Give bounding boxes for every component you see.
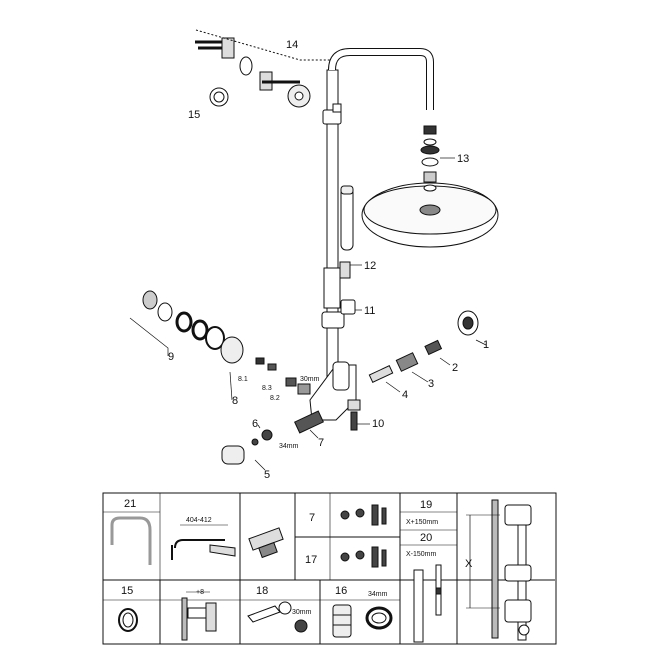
callout-8-3: 8.3 xyxy=(262,385,272,392)
ring-tool-icon xyxy=(365,606,393,630)
callout-5: 5 xyxy=(264,469,270,481)
part-16-label: 16 xyxy=(335,585,347,597)
callout-12: 12 xyxy=(364,260,376,272)
callout-8-2: 8.2 xyxy=(270,395,280,402)
riser-pipe-pieces xyxy=(413,564,442,643)
callout-9: 9 xyxy=(168,351,174,363)
tool-30mm-label: 30mm xyxy=(292,609,312,616)
part-20-dimension: X-150mm xyxy=(406,551,437,558)
callout-11: 11 xyxy=(364,305,375,317)
arm-dimension-drawing xyxy=(171,524,236,560)
callout-10: 10 xyxy=(372,418,384,430)
wrench-icon xyxy=(247,601,292,623)
nut-icon xyxy=(294,619,308,633)
callout-8: 8 xyxy=(232,395,238,407)
callout-labels: 14 15 13 12 11 1 2 3 4 9 8.1 8.3 8.2 8 3… xyxy=(168,39,489,481)
part-20-label: 20 xyxy=(420,532,432,544)
arm-length-label: 404-412 xyxy=(186,517,212,524)
part-15-label: 15 xyxy=(121,585,133,597)
part-17-label: 17 xyxy=(305,554,317,566)
head-shower xyxy=(361,125,499,248)
part-7-label: 7 xyxy=(309,512,315,524)
wall-riser-x-drawing xyxy=(466,499,532,641)
callout-15: 15 xyxy=(188,109,200,121)
rosette-ring-icon xyxy=(118,608,138,632)
callout-leaders xyxy=(129,157,487,471)
check-valve-icons xyxy=(340,504,387,568)
wall-mounting-kit xyxy=(195,29,330,108)
callout-4: 4 xyxy=(402,389,408,401)
part-19-dimension: X+150mm xyxy=(406,519,438,526)
callout-13: 13 xyxy=(457,153,469,165)
callout-3: 3 xyxy=(428,378,434,390)
tool-34mm-label: 34mm xyxy=(368,591,388,598)
callout-1: 1 xyxy=(483,339,489,351)
part-19-label: 19 xyxy=(420,499,432,511)
callout-8-1: 8.1 xyxy=(238,376,248,383)
parts-table xyxy=(102,492,557,645)
plus-8-label: +8 xyxy=(196,589,204,596)
callout-14: 14 xyxy=(286,39,298,51)
wall-offset-drawing xyxy=(181,591,217,641)
callout-2: 2 xyxy=(452,362,458,374)
thermostat-body xyxy=(142,290,479,465)
callout-7: 7 xyxy=(318,437,324,449)
part-18-label: 18 xyxy=(256,585,268,597)
dim-34mm-top: 34mm xyxy=(279,443,299,450)
socket-icon xyxy=(332,604,352,638)
callout-6: 6 xyxy=(252,418,258,430)
shower-riser xyxy=(321,48,434,401)
x-dimension-label: X xyxy=(465,558,473,570)
table-header-lines xyxy=(103,511,457,601)
dim-30mm-top: 30mm xyxy=(300,376,320,383)
part-21-label: 21 xyxy=(124,498,136,510)
cell-cartridge xyxy=(248,527,284,559)
cell-21-shower-arm xyxy=(110,516,152,565)
